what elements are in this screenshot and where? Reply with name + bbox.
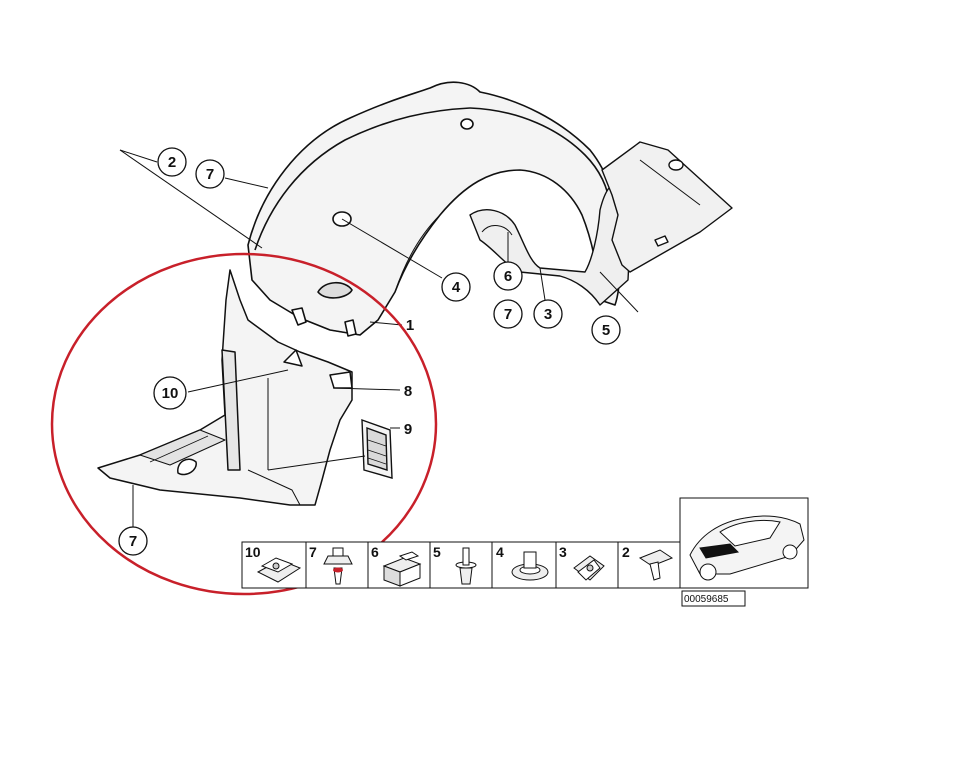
screw-icon	[323, 547, 353, 585]
wheel-arch-liner	[247, 81, 621, 337]
svg-text:3: 3	[544, 306, 552, 323]
push-clip-icon	[638, 549, 674, 581]
grille-insert	[361, 418, 393, 479]
svg-text:7: 7	[129, 533, 137, 550]
callout-3: 3	[533, 299, 563, 329]
strip-label-7: 7	[309, 544, 317, 560]
svg-text:7: 7	[504, 306, 512, 323]
callout-7-top: 7	[195, 159, 225, 189]
leader-lines	[119, 149, 639, 527]
reference-number: 00059685	[684, 594, 729, 605]
svg-text:1: 1	[406, 317, 414, 334]
svg-text:7: 7	[206, 166, 214, 183]
callout-5: 5	[591, 315, 621, 345]
strip-label-10: 10	[245, 544, 261, 560]
callout-1: 1	[406, 317, 414, 334]
vehicle-locator-thumbnail: 00059685	[679, 497, 809, 607]
svg-text:8: 8	[404, 383, 412, 400]
grommet-icon	[511, 551, 549, 581]
sheet-nut-icon	[256, 557, 302, 583]
expanding-rivet-icon	[455, 547, 477, 585]
strip-label-3: 3	[559, 544, 567, 560]
strip-label-6: 6	[371, 544, 379, 560]
svg-text:2: 2	[168, 154, 176, 171]
front-liner-section	[97, 269, 353, 506]
svg-text:4: 4	[452, 279, 461, 296]
callout-2-top: 2	[157, 147, 187, 177]
highlight-circle	[50, 252, 438, 596]
strip-label-2: 2	[622, 544, 630, 560]
inner-arch-bracket	[469, 183, 630, 306]
svg-text:6: 6	[504, 268, 512, 285]
underbody-panel	[601, 141, 733, 273]
svg-text:5: 5	[602, 322, 610, 339]
spring-clip-icon	[573, 555, 605, 581]
callout-6-mid: 6	[493, 261, 523, 291]
strip-label-5: 5	[433, 544, 441, 560]
callout-7-mid: 7	[493, 299, 523, 329]
clip-block-icon	[382, 551, 422, 587]
callout-7-bottom: 7	[118, 526, 148, 556]
callout-10: 10	[153, 376, 187, 410]
callout-8: 8	[404, 383, 412, 400]
svg-text:9: 9	[404, 421, 412, 438]
parts-strip: 10 7 6 5 4 3 2	[241, 541, 681, 589]
car-icon	[689, 515, 805, 581]
callout-9: 9	[404, 421, 412, 438]
svg-text:10: 10	[162, 385, 179, 402]
strip-label-4: 4	[496, 544, 504, 560]
callout-4: 4	[441, 272, 471, 302]
